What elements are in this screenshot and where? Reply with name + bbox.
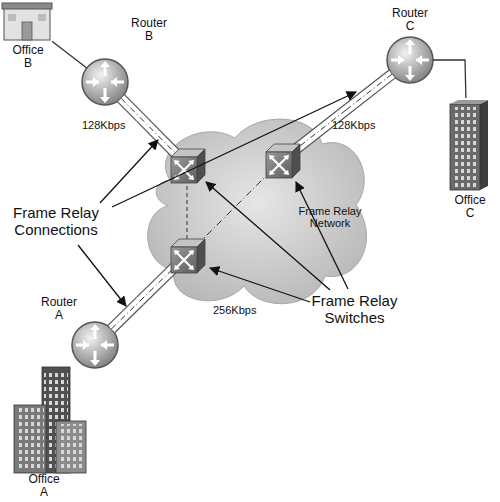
drawing-part xyxy=(16,408,44,470)
bandwidth-label: 128Kbps xyxy=(82,119,125,131)
link-edge xyxy=(343,70,389,106)
drawing-part xyxy=(56,421,86,473)
link-channel xyxy=(121,98,140,117)
node-label: Frame Relay Network xyxy=(294,205,366,229)
building-icon xyxy=(2,2,52,42)
drawing-part xyxy=(86,63,124,101)
office-building: Office C xyxy=(442,98,492,190)
drawing-part xyxy=(4,8,50,40)
connector-path xyxy=(52,41,87,68)
trunk-link xyxy=(343,70,395,114)
link-edge xyxy=(125,95,144,114)
drawing-part xyxy=(93,61,117,103)
link-circuit xyxy=(111,301,140,329)
drawing-part xyxy=(387,37,433,83)
node-label: Router B xyxy=(128,17,170,43)
drawing-part xyxy=(148,119,367,304)
router-node: Router C xyxy=(385,35,435,85)
link-circuit xyxy=(346,74,392,110)
drawing-part xyxy=(14,405,46,473)
drawing-part xyxy=(82,59,128,105)
leader-arrow xyxy=(78,245,126,306)
drawing-part xyxy=(8,14,16,21)
link-edge xyxy=(118,102,137,121)
node-label: Office C xyxy=(450,194,490,220)
drawing-part xyxy=(398,39,422,81)
link-circuit xyxy=(121,98,140,117)
building-icon xyxy=(442,98,492,190)
router-symbol xyxy=(80,57,130,107)
drawing-part xyxy=(38,14,46,21)
node-label: Office A xyxy=(24,473,64,499)
office-building: Office A xyxy=(12,365,87,473)
bandwidth-label: 128Kbps xyxy=(332,119,375,131)
drawing-part xyxy=(72,322,118,368)
router-node: Router B xyxy=(80,57,130,107)
link-edge xyxy=(108,297,137,325)
link-channel xyxy=(346,74,392,110)
connector-line xyxy=(52,41,87,68)
link-edge xyxy=(349,78,395,114)
drawing-part xyxy=(391,41,429,79)
bandwidth-label: 256Kbps xyxy=(213,304,256,316)
callout-label: Frame Relay Connections xyxy=(6,204,106,238)
link-edge xyxy=(115,305,144,333)
link-channel xyxy=(111,301,140,329)
network-cloud: Frame Relay Network xyxy=(140,110,370,310)
building-icon xyxy=(12,365,87,473)
drawing-part xyxy=(480,100,488,190)
drawing-part xyxy=(22,22,32,40)
drawing-part xyxy=(83,324,107,366)
router-node: Router A xyxy=(70,320,120,370)
trunk-link xyxy=(108,297,144,332)
node-label: Router A xyxy=(38,296,80,322)
drawing-part xyxy=(450,104,480,190)
connector-line xyxy=(433,60,466,98)
router-symbol xyxy=(385,35,435,85)
leader-arrow xyxy=(100,140,158,203)
connector-path xyxy=(433,60,466,98)
callout-label: Frame Relay Switches xyxy=(307,292,402,326)
node-label: Office B xyxy=(7,44,49,70)
drawing-part xyxy=(450,100,488,104)
drawing-part xyxy=(2,3,52,9)
router-symbol xyxy=(70,320,120,370)
node-label: Router C xyxy=(389,7,431,33)
office-building: Office B xyxy=(2,2,52,42)
drawing-part xyxy=(76,326,114,364)
drawing-part xyxy=(58,424,84,470)
drawing-part xyxy=(452,107,478,187)
